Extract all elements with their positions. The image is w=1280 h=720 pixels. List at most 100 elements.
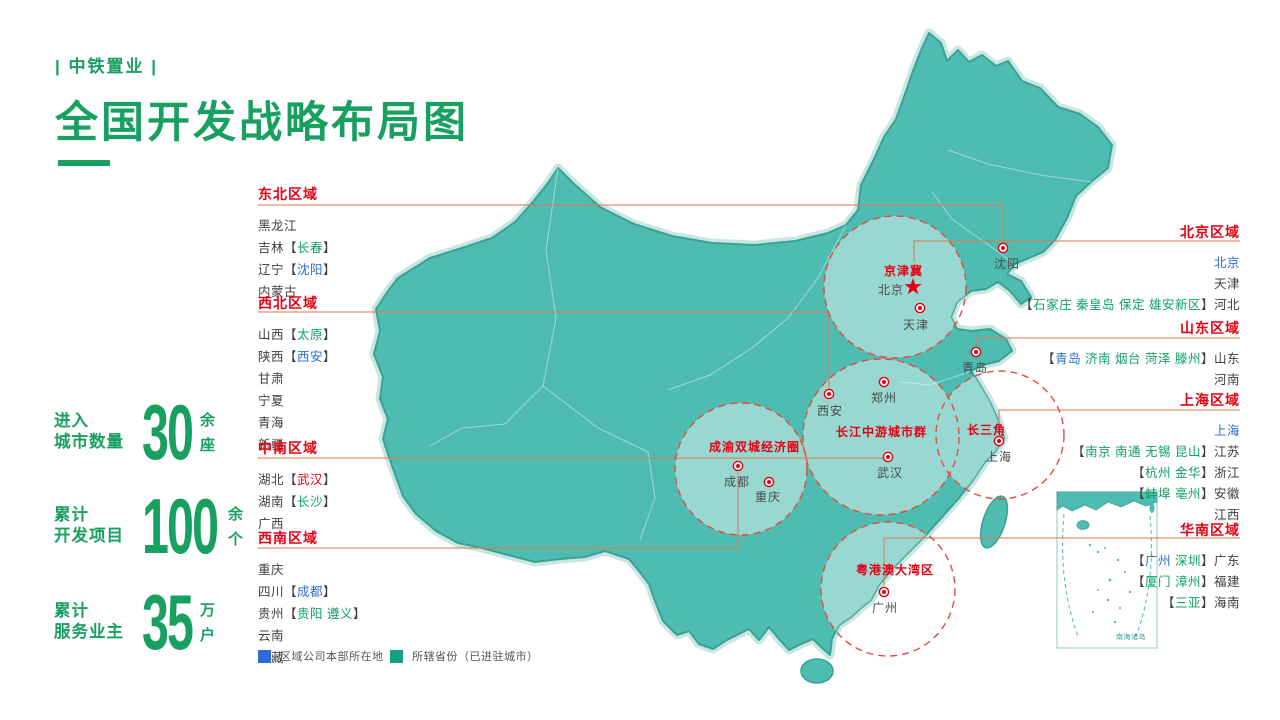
province-entry-segment: 【 [1131,554,1145,568]
province-entry: 内蒙古 [258,281,336,303]
province-entry-segment: 】 [323,328,337,342]
province-entry: 【杭州 金华】浙江 [1072,463,1240,484]
city-marker-shenyang [997,242,1009,254]
province-entry-segment: 】 [323,263,337,277]
page-title: 全国开发战略布局图 [55,99,469,147]
map-city-label-qingdao: 青岛 [962,361,989,375]
province-entry-segment: 】江苏 [1200,445,1240,459]
province-entry-segment: 】广东 [1200,554,1240,568]
region-heading: 华南区域 [1180,522,1240,538]
province-entry-segment: 云南 [258,629,285,643]
map-city-label-chengdu: 成都 [724,475,751,489]
province-entry: 【南京 南通 无锡 昆山】江苏 [1072,442,1240,463]
province-entry-segment: 甘肃 [258,372,285,386]
legend-swatch [258,649,271,663]
province-entry: 湖北【武汉】 [258,469,336,491]
map-city-label-wuhan: 武汉 [877,466,904,480]
province-entry-segment: 深圳 [1174,554,1201,568]
province-entry-segment: 】 [323,585,337,599]
province-entry-segment: 西安 [297,350,324,364]
map-city-label-tianjin: 天津 [903,318,930,332]
region-block-northeast: 东北区域黑龙江吉林【长春】辽宁【沈阳】内蒙古 [258,184,336,303]
cluster-circles [674,215,1065,657]
province-entry: 湖南【长沙】 [258,491,336,513]
region-heading: 东北区域 [258,186,318,202]
city-marker-chengdu [732,460,744,472]
province-entry: 【三亚】海南 [1132,593,1240,614]
legend-item-provinces: 所辖省份（已进驻城市） [390,648,539,664]
province-entry-segment: 陕西【 [258,350,298,364]
province-entry: 青海 [258,412,336,434]
stat-label: 进入城市数量 [54,412,124,451]
province-entry-segment: 贵阳 遵义 [297,607,353,621]
province-entry-segment: 北京 [1213,256,1240,270]
cluster-label-yangtze-delta: 长三角 [967,423,1007,437]
province-entry-segment: 】河北 [1200,298,1240,312]
province-entry: 北京 [1020,253,1240,274]
province-entry: 【蚌埠 亳州】安徽 [1072,484,1240,505]
city-marker-guangzhou [878,586,890,598]
province-entry-segment: 重庆 [258,563,285,577]
region-block-southwest: 西南区域重庆四川【成都】贵州【贵阳 遵义】云南西藏 [258,528,366,669]
province-entry: 河南 [1042,370,1240,391]
legend-label: 区域公司本部所在地 [280,651,384,663]
province-entry-segment: 吉林【 [258,241,298,255]
stat-label: 累计服务业主 [54,602,124,641]
province-entry-segment: 】 [353,607,367,621]
stat-unit: 万户 [200,602,216,644]
province-entry: 【石家庄 秦皇岛 保定 雄安新区】河北 [1020,295,1240,316]
province-entry-segment: 【 [1072,445,1086,459]
province-entry-segment: 四川【 [258,585,298,599]
province-entry-segment: 湖北【 [258,473,298,487]
province-entry: 陕西【西安】 [258,346,336,368]
province-entry: 【广州 深圳】广东 [1132,551,1240,572]
province-entry-segment: 辽宁【 [258,263,298,277]
province-entry-segment: 】安徽 [1200,487,1240,501]
city-marker-zhengzhou [878,376,890,388]
province-entry-segment: 上海 [1213,424,1240,438]
province-entry-segment: 武汉 [297,473,324,487]
province-entry-segment: 【 [1131,466,1145,480]
legend-swatch [390,649,403,663]
province-entry-segment: 】福建 [1200,575,1240,589]
province-entry: 【青岛 济南 烟台 菏泽 滕州】山东 [1042,349,1240,370]
stat-value: 35 [142,578,194,666]
stat-label: 累计开发项目 [54,506,124,545]
region-heading: 北京区域 [1180,224,1240,240]
province-entry: 新疆 [258,434,336,456]
province-entry-segment: 【 [1020,298,1034,312]
region-block-central-south: 中南区域湖北【武汉】湖南【长沙】广西 [258,438,336,535]
province-entry-segment: 厦门 漳州 [1145,575,1201,589]
province-entry-segment: 石家庄 秦皇岛 保定 雄安新区 [1033,298,1201,312]
region-block-northwest: 西北区域山西【太原】陕西【西安】甘肃宁夏青海新疆 [258,293,336,456]
province-entry: 上海 [1072,421,1240,442]
region-heading: 上海区域 [1180,392,1240,408]
province-entry: 广西 [258,513,336,535]
province-entry-segment: 山西【 [258,328,298,342]
province-entry-segment: 黑龙江 [258,219,298,233]
province-entry-segment: 广西 [258,517,285,531]
province-entry-segment: 】山东 [1200,352,1240,366]
province-entry-segment: 湖南【 [258,495,298,509]
province-entry-segment: 成都 [297,585,324,599]
province-entry-segment: 宁夏 [258,394,285,408]
hainan-island [800,658,834,684]
province-entry: 宁夏 [258,390,336,412]
brand-logo-text: | 中铁置业 | [55,57,158,76]
city-marker-shanghai [993,435,1005,447]
inset-label-nanhai: 南海诸岛 [1116,634,1146,641]
province-entry: 重庆 [258,559,366,581]
province-entry: 辽宁【沈阳】 [258,259,336,281]
region-heading: 中南区域 [258,440,318,456]
stat-unit: 余座 [200,412,216,454]
province-entry-segment: 广州 [1144,554,1171,568]
province-entry-segment: 杭州 金华 [1145,466,1201,480]
province-entry-segment: 青海 [258,416,285,430]
province-entry-segment: 太原 [297,328,324,342]
stat-value: 100 [142,482,219,570]
province-entry: 甘肃 [258,368,336,390]
province-entry-segment: 【 [1042,352,1056,366]
